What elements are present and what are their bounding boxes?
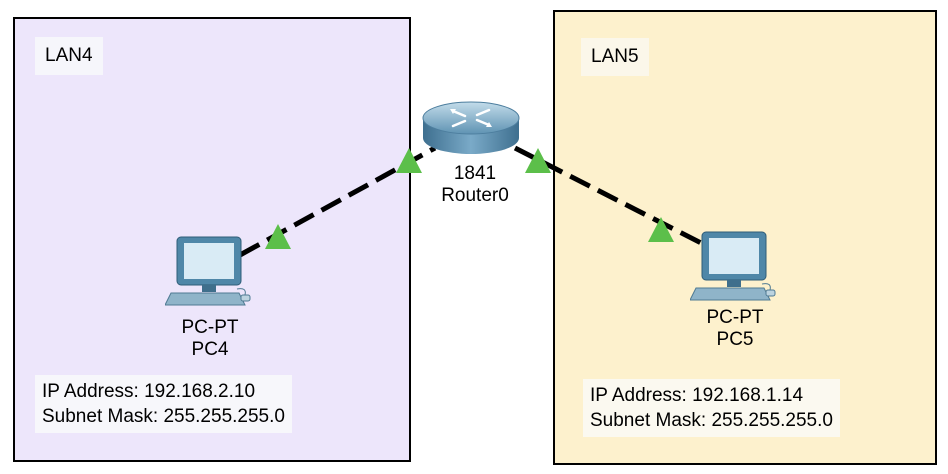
pc-icon [689,231,776,301]
router-icon [422,101,520,154]
pc4-label: PC-PT PC4 [160,317,260,361]
lan4-area: LAN4 IP Address: 192.168.2.10 Subnet Mas… [13,17,411,462]
pc5-info-note: IP Address: 192.168.1.14 Subnet Mask: 25… [583,379,840,437]
pc4-ip-address: IP Address: 192.168.2.10 [42,381,256,402]
pc5-ip-address: IP Address: 192.168.1.14 [590,385,804,406]
router-name: Router0 [441,185,509,206]
pc4[interactable] [164,235,255,310]
pc4-subnet-mask: Subnet Mask: 255.255.255.0 [42,406,285,427]
link-status-triangle [648,217,674,242]
router-model: 1841 [453,163,497,184]
lan5-label: LAN5 [581,38,649,76]
lan4-label: LAN4 [35,37,103,75]
router0-label: 1841 Router0 [425,163,525,207]
pc4-type: PC-PT [181,317,239,338]
pc5-type: PC-PT [706,307,764,328]
pc4-name: PC4 [191,339,229,360]
pc4-info-note: IP Address: 192.168.2.10 Subnet Mask: 25… [35,375,292,433]
link-status-triangle [265,224,291,249]
router0[interactable] [420,98,522,158]
pc5-name: PC5 [716,329,754,350]
pc-icon [164,236,251,306]
link-router-pc5[interactable] [513,145,707,248]
link-status-triangle [396,148,422,173]
pc5[interactable] [689,230,780,305]
pc5-label: PC-PT PC5 [685,307,785,351]
pc5-subnet-mask: Subnet Mask: 255.255.255.0 [590,410,833,431]
link-status-triangle [525,148,551,173]
